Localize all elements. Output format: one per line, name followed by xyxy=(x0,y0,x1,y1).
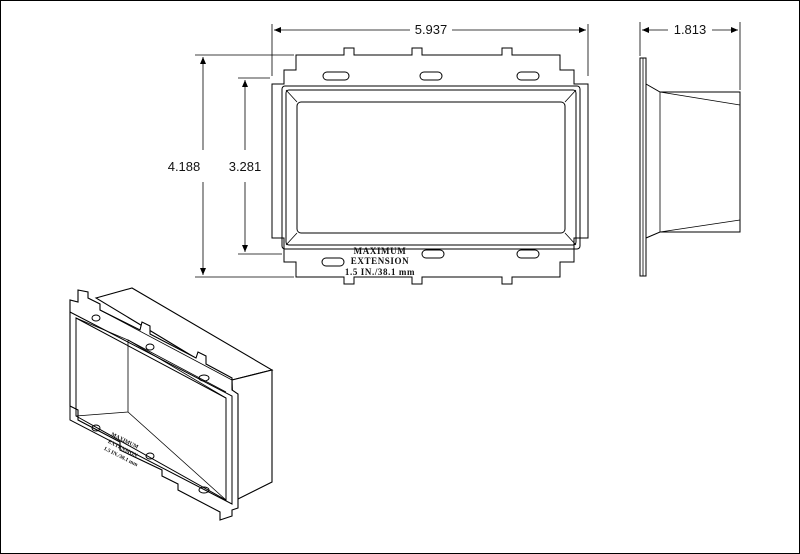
isometric-view: MAXIMUM EXTENSION 1.5 IN./38.1 mm xyxy=(69,287,274,521)
iso-slot xyxy=(145,343,155,351)
depth-dimension: 1.813 xyxy=(639,22,741,90)
iso-slot xyxy=(91,424,101,432)
side-view xyxy=(639,57,741,277)
label-line-3: 1.5 IN./38.1 mm xyxy=(345,267,415,277)
mounting-slot xyxy=(322,71,350,81)
width-value: 5.937 xyxy=(415,22,448,37)
outer-frame-edge xyxy=(281,85,581,250)
inner-height-value: 3.281 xyxy=(229,159,262,174)
iso-slot xyxy=(91,314,101,322)
box-opening xyxy=(296,101,566,234)
front-view: MAXIMUM EXTENSION 1.5 IN./38.1 mm xyxy=(271,47,589,285)
iso-slot xyxy=(198,486,210,494)
mounting-slot xyxy=(516,249,540,259)
mounting-slot xyxy=(421,249,445,259)
side-body xyxy=(645,83,741,239)
mounting-slot xyxy=(516,71,540,81)
outer-height-dimension: 4.188 xyxy=(168,54,294,278)
inner-height-dimension: 3.281 xyxy=(229,77,282,255)
width-dimension: 5.937 xyxy=(271,22,589,76)
label-line-2: EXTENSION xyxy=(351,256,409,266)
depth-value: 1.813 xyxy=(674,22,707,37)
iso-slot xyxy=(198,374,210,382)
iso-slot xyxy=(145,452,155,460)
label-line-1: MAXIMUM xyxy=(354,246,407,256)
mounting-slot xyxy=(419,71,443,81)
iso-opening-outer xyxy=(69,311,233,505)
mounting-slot xyxy=(321,257,345,267)
front-flange-outline xyxy=(271,47,589,285)
outer-height-value: 4.188 xyxy=(168,159,201,174)
frame-edge xyxy=(285,89,577,246)
